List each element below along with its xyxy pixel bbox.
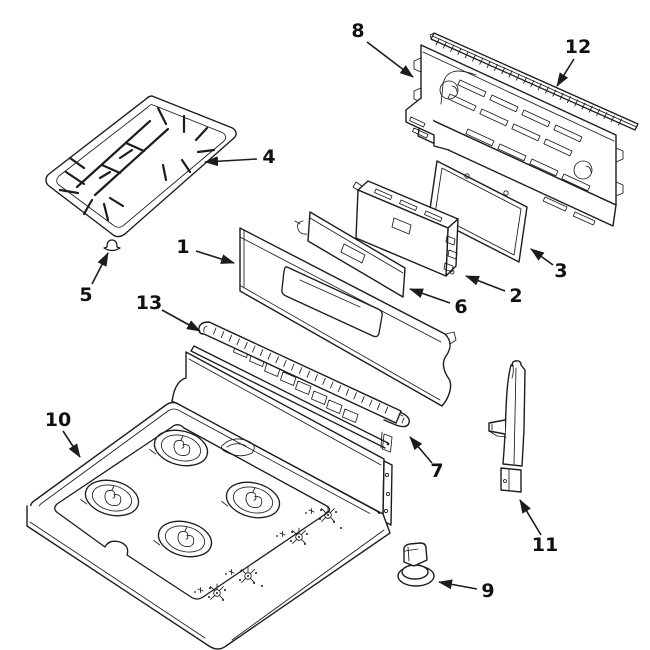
callout-number-9: 9 <box>481 580 494 602</box>
callout-number-5: 5 <box>79 284 92 306</box>
part-back-panel <box>405 44 624 227</box>
callout-arrow-11 <box>519 499 542 536</box>
callout-arrow-13 <box>161 309 201 332</box>
callout-number-10: 10 <box>45 409 71 431</box>
callout-arrow-5 <box>91 252 109 285</box>
callout-arrow-4 <box>204 156 258 167</box>
callout-number-7: 7 <box>430 460 443 482</box>
part-glass-panel <box>428 160 528 263</box>
part-backguard-trim-strip <box>429 32 639 131</box>
callout-number-2: 2 <box>509 285 522 307</box>
part-display-glass <box>294 211 406 298</box>
callout-number-12: 12 <box>565 36 591 58</box>
part-main-top <box>26 351 393 650</box>
callout-arrow-7 <box>409 436 433 464</box>
part-grate-foot <box>103 239 121 252</box>
part-burner-grate <box>45 95 237 238</box>
part-control-panel <box>239 227 457 407</box>
callout-number-8: 8 <box>351 20 364 42</box>
callout-number-13: 13 <box>136 292 162 314</box>
callout-arrow-9 <box>438 579 478 590</box>
callout-number-11: 11 <box>532 534 558 556</box>
callout-arrow-12 <box>556 58 575 87</box>
callout-number-3: 3 <box>554 260 567 282</box>
part-control-board <box>352 180 459 277</box>
callout-arrow-2 <box>465 275 506 292</box>
callout-number-1: 1 <box>176 236 189 258</box>
callout-number-4: 4 <box>262 146 275 168</box>
part-side-trim <box>488 360 526 493</box>
callout-arrow-6 <box>409 288 451 304</box>
callout-arrow-10 <box>62 430 81 458</box>
callout-arrow-8 <box>366 41 414 78</box>
part-control-knob <box>397 542 435 587</box>
callout-arrow-3 <box>530 248 554 266</box>
callout-number-6: 6 <box>454 296 467 318</box>
callout-arrow-1 <box>195 250 235 264</box>
